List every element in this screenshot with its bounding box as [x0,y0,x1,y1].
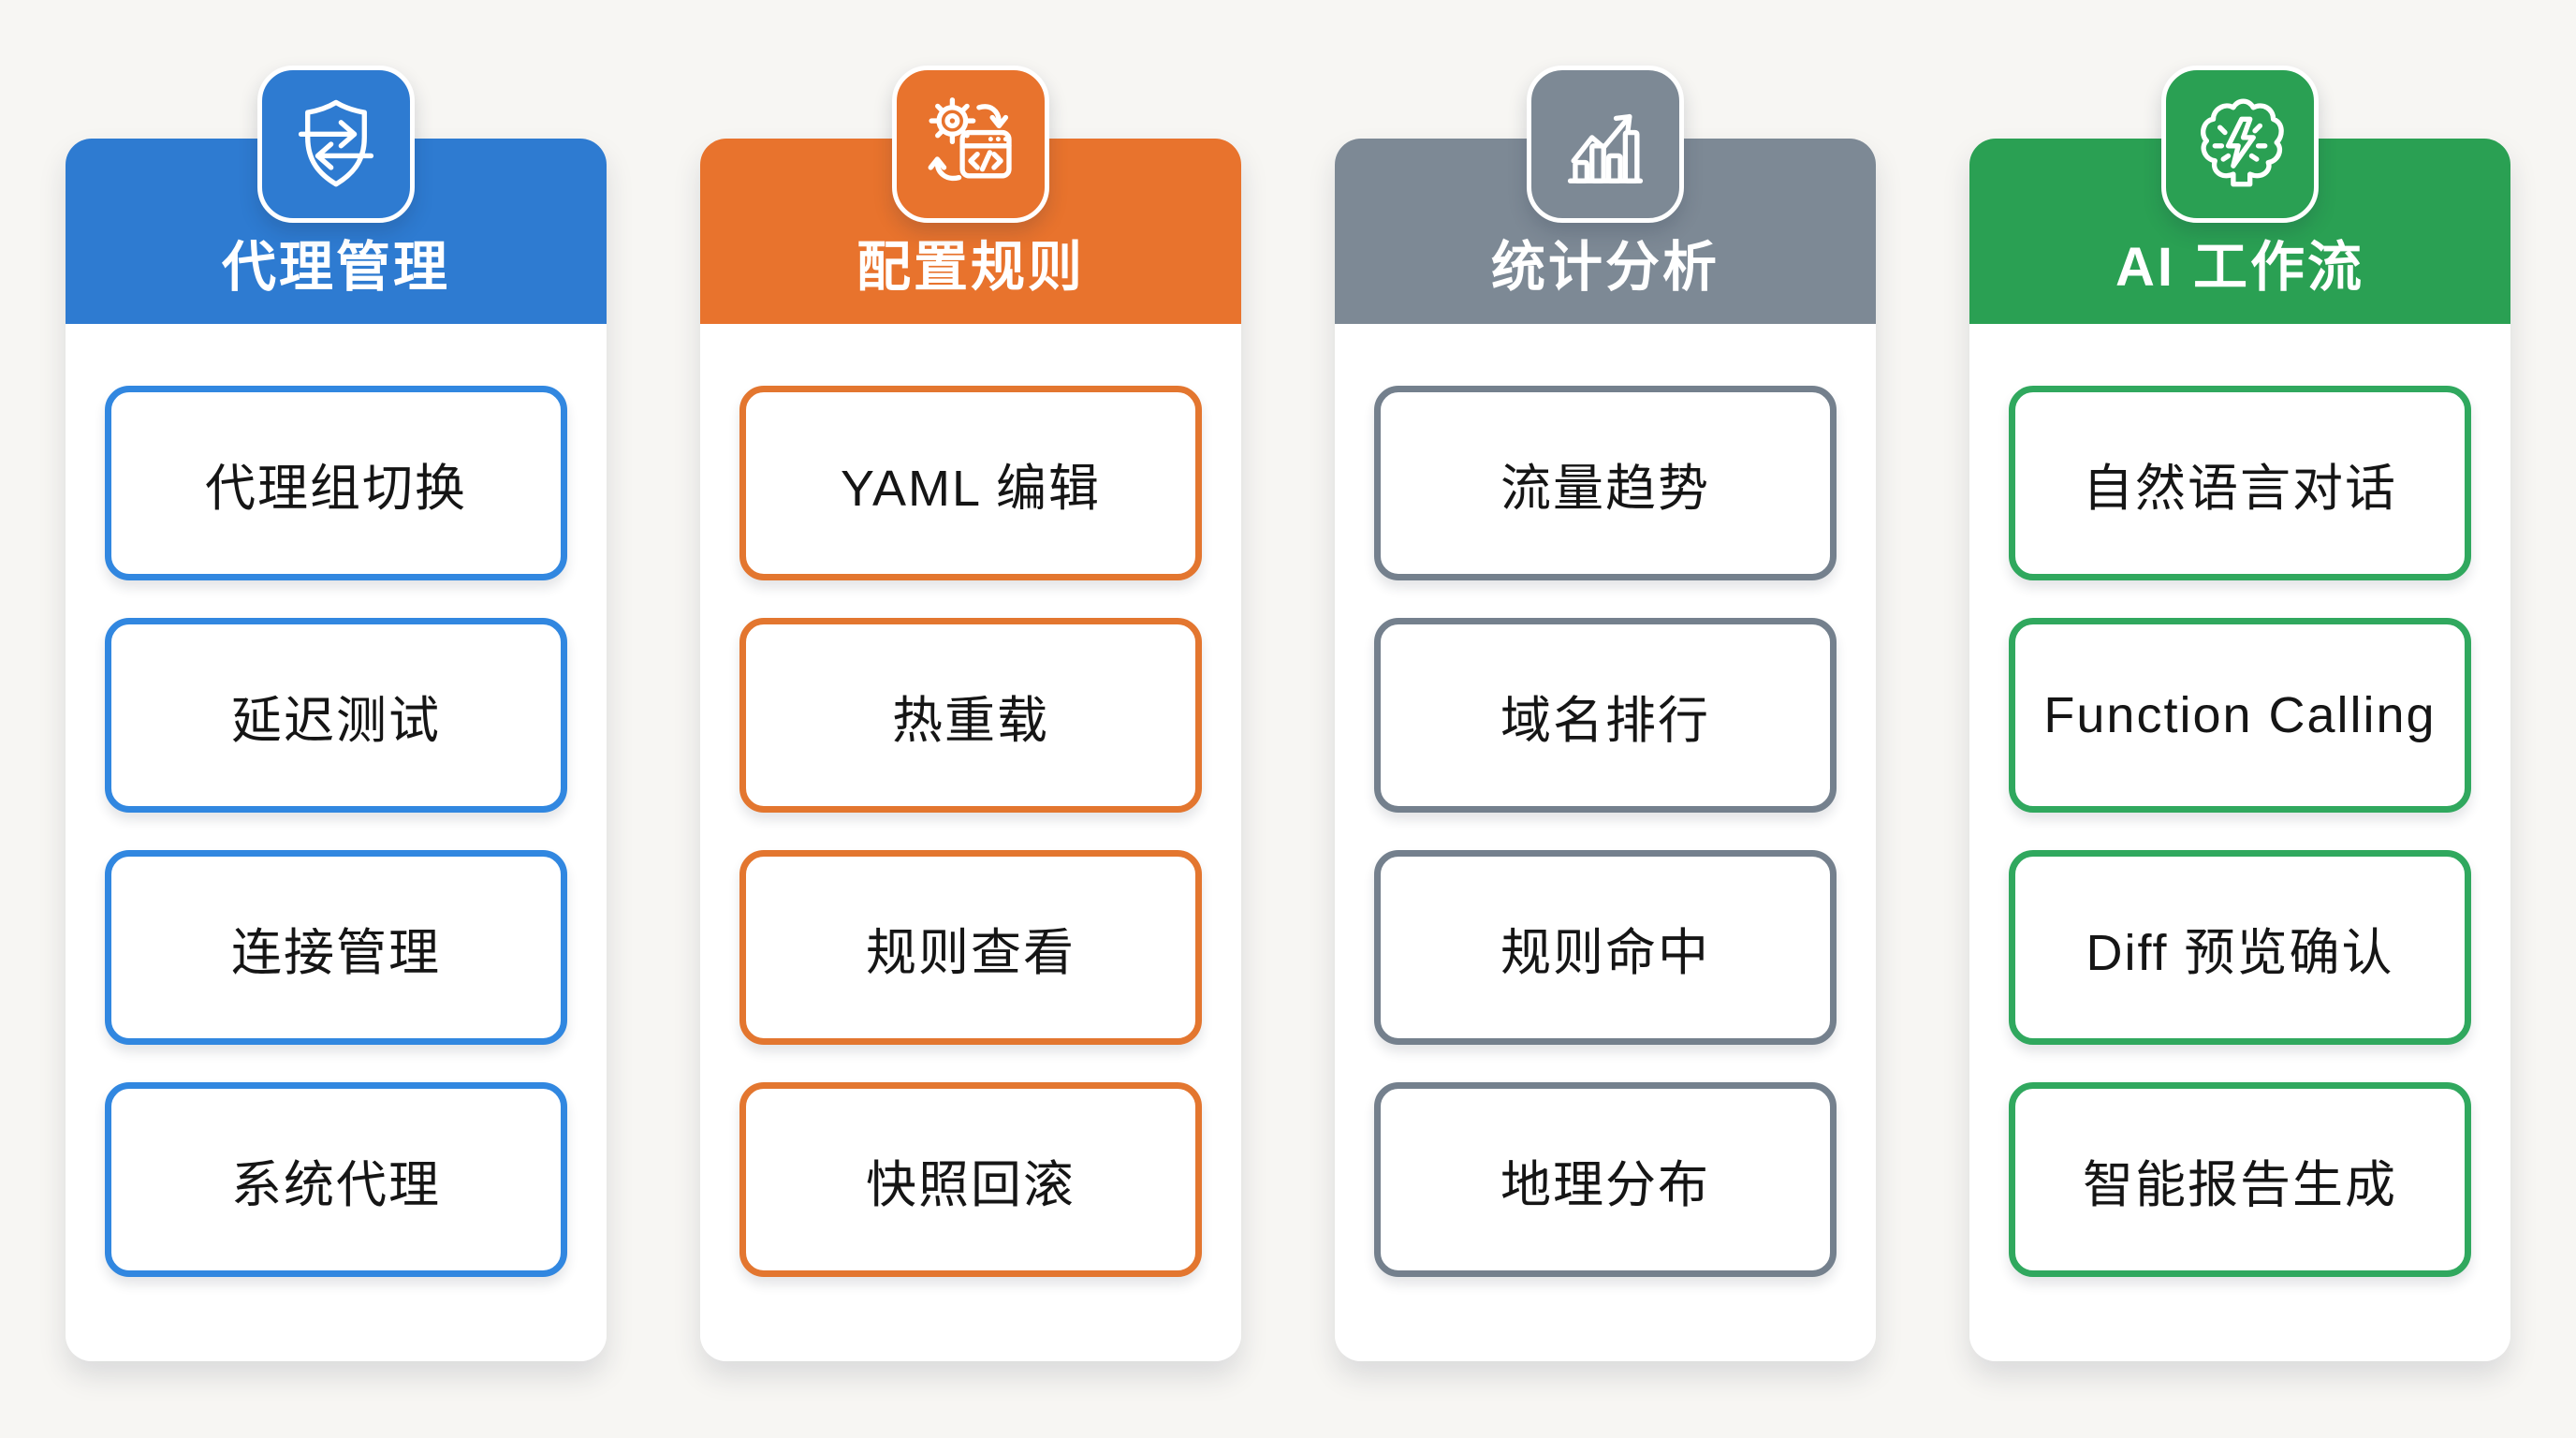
column-statistics-analysis: 统计分析 流量趋势 域名排行 规则命中 地理分布 [1335,66,1876,1361]
column-title: 配置规则 [856,237,1085,299]
gear-code-sync-icon [928,97,1012,182]
feature-item-domain-ranking: 域名排行 [1374,618,1837,813]
bar-chart-trend-icon [1567,113,1644,183]
proxy-management-card: 代理管理 代理组切换 延迟测试 连接管理 系统代理 [66,139,607,1361]
feature-item-proxy-group-switch: 代理组切换 [105,386,567,580]
config-rules-badge [892,66,1049,223]
feature-item-function-calling: Function Calling [2009,618,2471,813]
brain-lightning-icon [2201,98,2284,187]
ai-workflow-body: 自然语言对话 Function Calling Diff 预览确认 智能报告生成 [1969,324,2510,1361]
ai-workflow-card: AI 工作流 自然语言对话 Function Calling Diff 预览确认… [1969,139,2510,1361]
config-rules-body: YAML 编辑 热重载 规则查看 快照回滚 [700,324,1241,1361]
column-title: 代理管理 [221,237,450,299]
ai-workflow-badge [2161,66,2319,223]
feature-item-connection-management: 连接管理 [105,850,567,1045]
column-ai-workflow: AI 工作流 自然语言对话 Function Calling Diff 预览确认… [1969,66,2510,1361]
proxy-management-body: 代理组切换 延迟测试 连接管理 系统代理 [66,324,607,1361]
column-proxy-management: 代理管理 代理组切换 延迟测试 连接管理 系统代理 [66,66,607,1361]
feature-item-system-proxy: 系统代理 [105,1082,567,1277]
feature-item-geo-distribution: 地理分布 [1374,1082,1837,1277]
statistics-analysis-body: 流量趋势 域名排行 规则命中 地理分布 [1335,324,1876,1361]
feature-item-natural-language-chat: 自然语言对话 [2009,386,2471,580]
proxy-management-badge [257,66,415,223]
shield-swap-icon [298,99,374,187]
feature-item-diff-preview-confirm: Diff 预览确认 [2009,850,2471,1045]
statistics-analysis-badge [1527,66,1684,223]
feature-item-latency-test: 延迟测试 [105,618,567,813]
feature-item-yaml-edit: YAML 编辑 [739,386,1202,580]
statistics-analysis-card: 统计分析 流量趋势 域名排行 规则命中 地理分布 [1335,139,1876,1361]
column-title: 统计分析 [1490,237,1720,299]
column-config-rules: 配置规则 YAML 编辑 热重载 规则查看 快照回滚 [700,66,1241,1361]
feature-item-hot-reload: 热重载 [739,618,1202,813]
config-rules-card: 配置规则 YAML 编辑 热重载 规则查看 快照回滚 [700,139,1241,1361]
feature-item-rule-view: 规则查看 [739,850,1202,1045]
feature-item-traffic-trend: 流量趋势 [1374,386,1837,580]
feature-item-rule-hits: 规则命中 [1374,850,1837,1045]
feature-item-snapshot-rollback: 快照回滚 [739,1082,1202,1277]
column-title: AI 工作流 [2115,237,2365,299]
feature-item-smart-report-generation: 智能报告生成 [2009,1082,2471,1277]
